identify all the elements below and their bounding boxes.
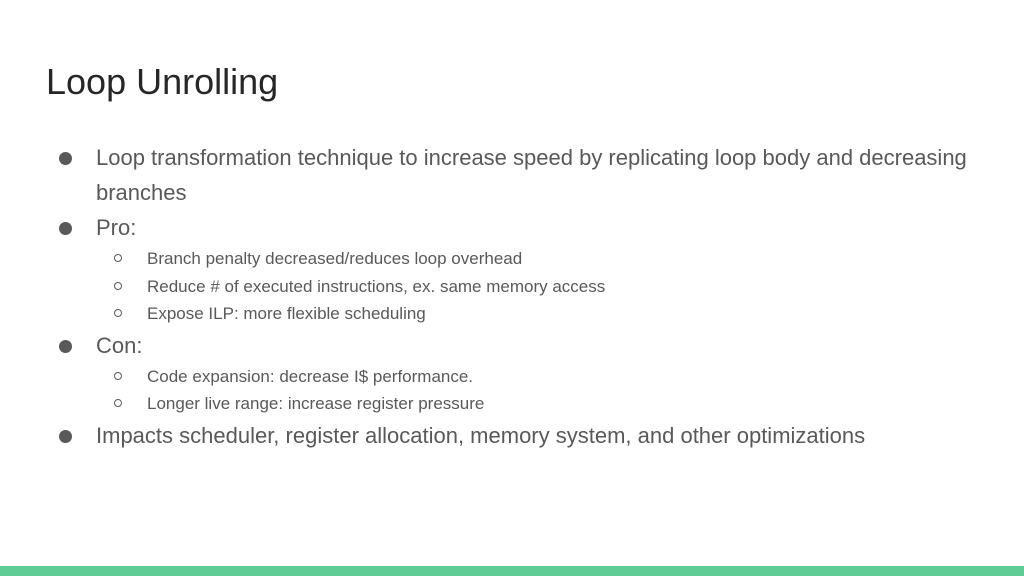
slide-body: Loop transformation technique to increas…: [0, 140, 1024, 453]
bullet-text: Loop transformation technique to increas…: [96, 145, 967, 205]
bullet-text: Con:: [96, 332, 143, 358]
sub-bullet-item: Code expansion: decrease I$ performance.: [96, 363, 984, 391]
bullet-dot-icon: [59, 429, 72, 443]
sub-bullet-text: Code expansion: decrease I$ performance.: [147, 366, 474, 386]
slide-title: Loop Unrolling: [46, 61, 279, 102]
bullet-dot-icon: [59, 222, 72, 235]
bullet-item-impacts: Impacts scheduler, register allocation, …: [0, 418, 1024, 453]
sub-bullet-item: Expose ILP: more flexible scheduling: [96, 300, 984, 328]
footer-accent-bar: [0, 566, 1024, 576]
bullet-ring-icon: [114, 399, 122, 407]
bullet-ring-icon: [114, 309, 122, 317]
bullet-item-con: Con: Code expansion: decrease I$ perform…: [0, 328, 1024, 418]
bullet-text: Impacts scheduler, register allocation, …: [96, 422, 866, 448]
sub-bullet-item: Branch penalty decreased/reduces loop ov…: [96, 245, 984, 273]
bullet-dot-icon: [59, 339, 72, 353]
sub-bullet-text: Expose ILP: more flexible scheduling: [147, 304, 426, 323]
bullet-dot-icon: [59, 152, 72, 165]
sub-bullet-text: Branch penalty decreased/reduces loop ov…: [147, 249, 523, 268]
sub-bullet-item: Longer live range: increase register pre…: [96, 390, 984, 418]
bullet-ring-icon: [114, 371, 122, 380]
sub-bullet-text: Longer live range: increase register pre…: [147, 394, 485, 413]
bullet-ring-icon: [114, 254, 122, 262]
pro-sublist: Branch penalty decreased/reduces loop ov…: [96, 245, 984, 328]
bullet-text: Pro:: [96, 215, 137, 240]
bullet-list: Loop transformation technique to increas…: [0, 140, 1024, 453]
con-sublist: Code expansion: decrease I$ performance.…: [96, 363, 984, 418]
bullet-item-pro: Pro: Branch penalty decreased/reduces lo…: [0, 210, 1024, 328]
bullet-ring-icon: [114, 281, 122, 290]
sub-bullet-text: Reduce # of executed instructions, ex. s…: [147, 276, 606, 296]
sub-bullet-item: Reduce # of executed instructions, ex. s…: [96, 273, 984, 301]
bullet-item-technique: Loop transformation technique to increas…: [0, 140, 1024, 210]
